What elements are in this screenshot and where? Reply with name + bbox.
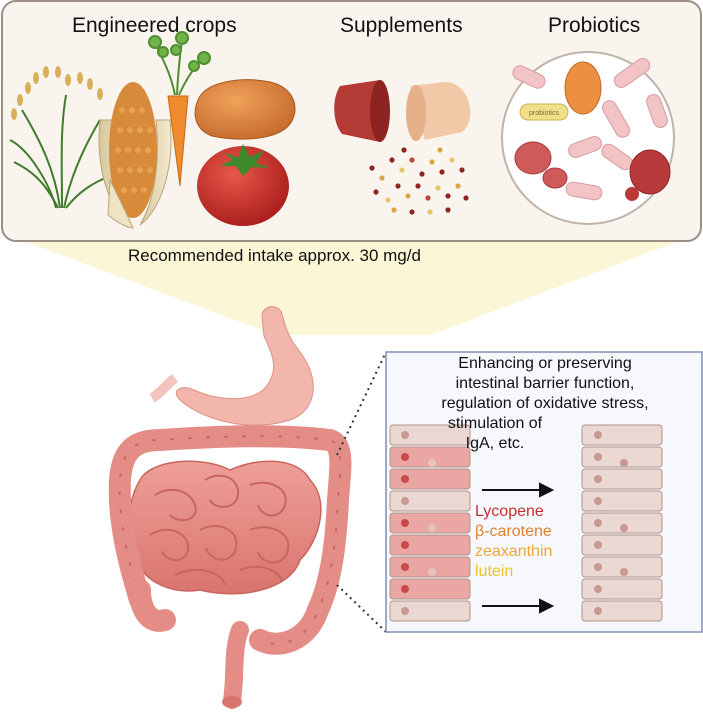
anus-icon: [222, 696, 242, 708]
tomato-icon: [197, 144, 289, 226]
corn-icon: [98, 82, 172, 229]
epithelium-left: [389, 424, 471, 622]
effect-line: stimulation of: [447, 415, 543, 432]
carotenoid-lycopene: Lycopene: [475, 503, 544, 520]
intestine-folds: [149, 474, 290, 586]
potato-icon: [194, 79, 296, 140]
header-engineered-crops: Engineered crops: [72, 14, 237, 37]
arrow-icon: [482, 482, 555, 498]
epithelium-right: [581, 424, 663, 622]
arrow-icon-lower: [482, 598, 555, 614]
epithelium-left-nuclei: [401, 431, 436, 615]
bacteria-icon: [512, 58, 671, 201]
intake-beam: [0, 232, 703, 335]
rice-grain-icon: [11, 66, 103, 120]
effect-line: Enhancing or preserving: [458, 355, 632, 372]
carrot-icon: [148, 31, 211, 187]
header-supplements: Supplements: [340, 14, 463, 37]
effects-text: Enhancing or preserving intestinal barri…: [386, 354, 703, 454]
effect-line: IgA, etc.: [465, 435, 525, 452]
carotenoid-zeaxanthin: zeaxanthin: [475, 543, 553, 560]
stomach-icon: [149, 306, 314, 426]
colon-icon: [108, 425, 352, 709]
header-probiotics: Probiotics: [548, 14, 641, 37]
zoom-line-bottom: [336, 584, 387, 633]
capsule-icon: [334, 80, 471, 142]
epithelium-right-nuclei: [594, 431, 628, 615]
carotenoid-lutein: lutein: [475, 563, 514, 580]
supplement-beads-icon: [369, 147, 469, 215]
effect-line: intestinal barrier function,: [455, 375, 635, 392]
probiotic-capsule-label: probiotics: [529, 110, 559, 117]
carotenoid-beta-carotene: β-carotene: [475, 523, 552, 540]
carotenoid-list: Lycopene β-carotene zeaxanthin lutein: [475, 502, 552, 582]
zoom-line-top: [336, 351, 387, 456]
effect-line: regulation of oxidative stress,: [441, 395, 649, 412]
intake-recommendation: Recommended intake approx. 30 mg/d: [128, 246, 421, 265]
